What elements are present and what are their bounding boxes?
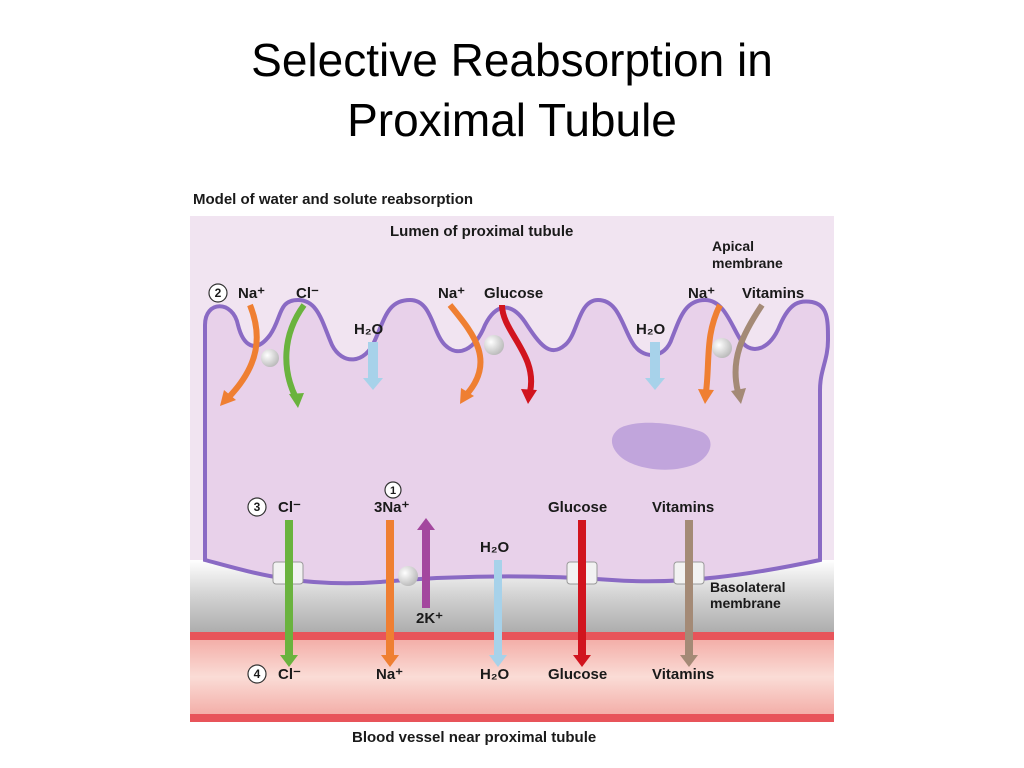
- baso-na: 3Na⁺: [374, 499, 410, 516]
- apical-glucose-arrowhead: [521, 389, 537, 404]
- apical-h2o-2: H₂O: [636, 321, 665, 338]
- apical-na-arrow-2: [447, 303, 484, 398]
- apical-na-2: Na⁺: [438, 285, 465, 302]
- blood-vitamins: Vitamins: [652, 666, 714, 683]
- blood-cl: Cl⁻: [278, 666, 301, 683]
- apical-na-arrowhead-1: [220, 390, 236, 406]
- apical-glucose: Glucose: [484, 285, 543, 302]
- apical-vitamins-arrowhead: [731, 388, 746, 404]
- apical-water-arrowhead-2: [645, 378, 665, 390]
- apical-na-3: Na⁺: [688, 285, 715, 302]
- step-4-number: 4: [254, 667, 261, 681]
- step-3-number: 3: [254, 500, 261, 514]
- apical-label-line1: Apical: [712, 238, 754, 254]
- water-arrowhead: [489, 655, 507, 667]
- step-2-marker: [208, 283, 228, 303]
- baso-h2o: H₂O: [480, 539, 509, 556]
- apical-na-arrowhead-2: [460, 388, 474, 404]
- apical-na-arrowhead-3: [698, 389, 714, 404]
- vessel-wall-top: [190, 632, 834, 640]
- apical-water-arrow-2: [650, 342, 660, 378]
- apical-water-arrow-1: [368, 342, 378, 378]
- water-arrow: [494, 560, 502, 655]
- blood-vessel-label: Blood vessel near proximal tubule: [352, 729, 596, 746]
- basolateral-label-line1: Basolateral: [710, 579, 785, 595]
- lumen-label: Lumen of proximal tubule: [390, 223, 573, 240]
- k-arrowhead: [417, 518, 435, 530]
- apical-cl-arrow: [283, 303, 307, 400]
- epithelial-cell: [203, 297, 831, 586]
- na-arrowhead: [381, 655, 399, 667]
- title-line-2: Proximal Tubule: [347, 94, 677, 146]
- title-line-1: Selective Reabsorption in: [251, 34, 773, 86]
- vessel-wall-bottom: [190, 714, 834, 722]
- basolateral-label-line2: membrane: [710, 595, 781, 611]
- slide-title: Selective Reabsorption in Proximal Tubul…: [0, 30, 1024, 150]
- apical-cotransporter-1: [261, 349, 279, 367]
- glucose-arrowhead: [573, 655, 591, 667]
- na-k-pump: [398, 566, 418, 586]
- apical-na-1: Na⁺: [238, 285, 265, 302]
- step-4-marker: [247, 664, 267, 684]
- apical-label-line2: membrane: [712, 255, 783, 271]
- figure-caption: Model of water and solute reabsorption: [193, 191, 473, 208]
- apical-cl-arrowhead: [289, 393, 304, 408]
- apical-cl: Cl⁻: [296, 285, 319, 302]
- cl-arrow: [285, 520, 293, 655]
- step-1-marker: [384, 481, 402, 499]
- vitamins-arrowhead: [680, 655, 698, 667]
- apical-cotransporter-3: [712, 338, 732, 358]
- baso-vitamins: Vitamins: [652, 499, 714, 516]
- apical-cotransporter-2: [484, 335, 504, 355]
- apical-h2o-1: H₂O: [354, 321, 383, 338]
- apical-na-arrow-3: [703, 303, 723, 393]
- apical-water-arrowhead-1: [363, 378, 383, 390]
- step-3-marker: [247, 497, 267, 517]
- baso-k: 2K⁺: [416, 610, 443, 627]
- blood-vessel: [190, 636, 834, 718]
- glucose-arrow: [578, 520, 586, 655]
- na-arrow: [386, 520, 394, 655]
- baso-cl: Cl⁻: [278, 499, 301, 516]
- apical-vitamins-arrow: [732, 303, 765, 393]
- blood-na: Na⁺: [376, 666, 403, 683]
- apical-na-arrow-1: [225, 303, 260, 401]
- cl-arrowhead: [280, 655, 298, 667]
- blood-glucose: Glucose: [548, 666, 607, 683]
- k-arrow: [422, 530, 430, 608]
- baso-glucose: Glucose: [548, 499, 607, 516]
- step-2-number: 2: [215, 286, 222, 300]
- vitamins-arrow: [685, 520, 693, 655]
- step-1-number: 1: [390, 485, 396, 497]
- nucleus: [611, 422, 711, 470]
- blood-h2o: H₂O: [480, 666, 509, 683]
- apical-vitamins: Vitamins: [742, 285, 804, 302]
- apical-glucose-arrow: [499, 304, 535, 393]
